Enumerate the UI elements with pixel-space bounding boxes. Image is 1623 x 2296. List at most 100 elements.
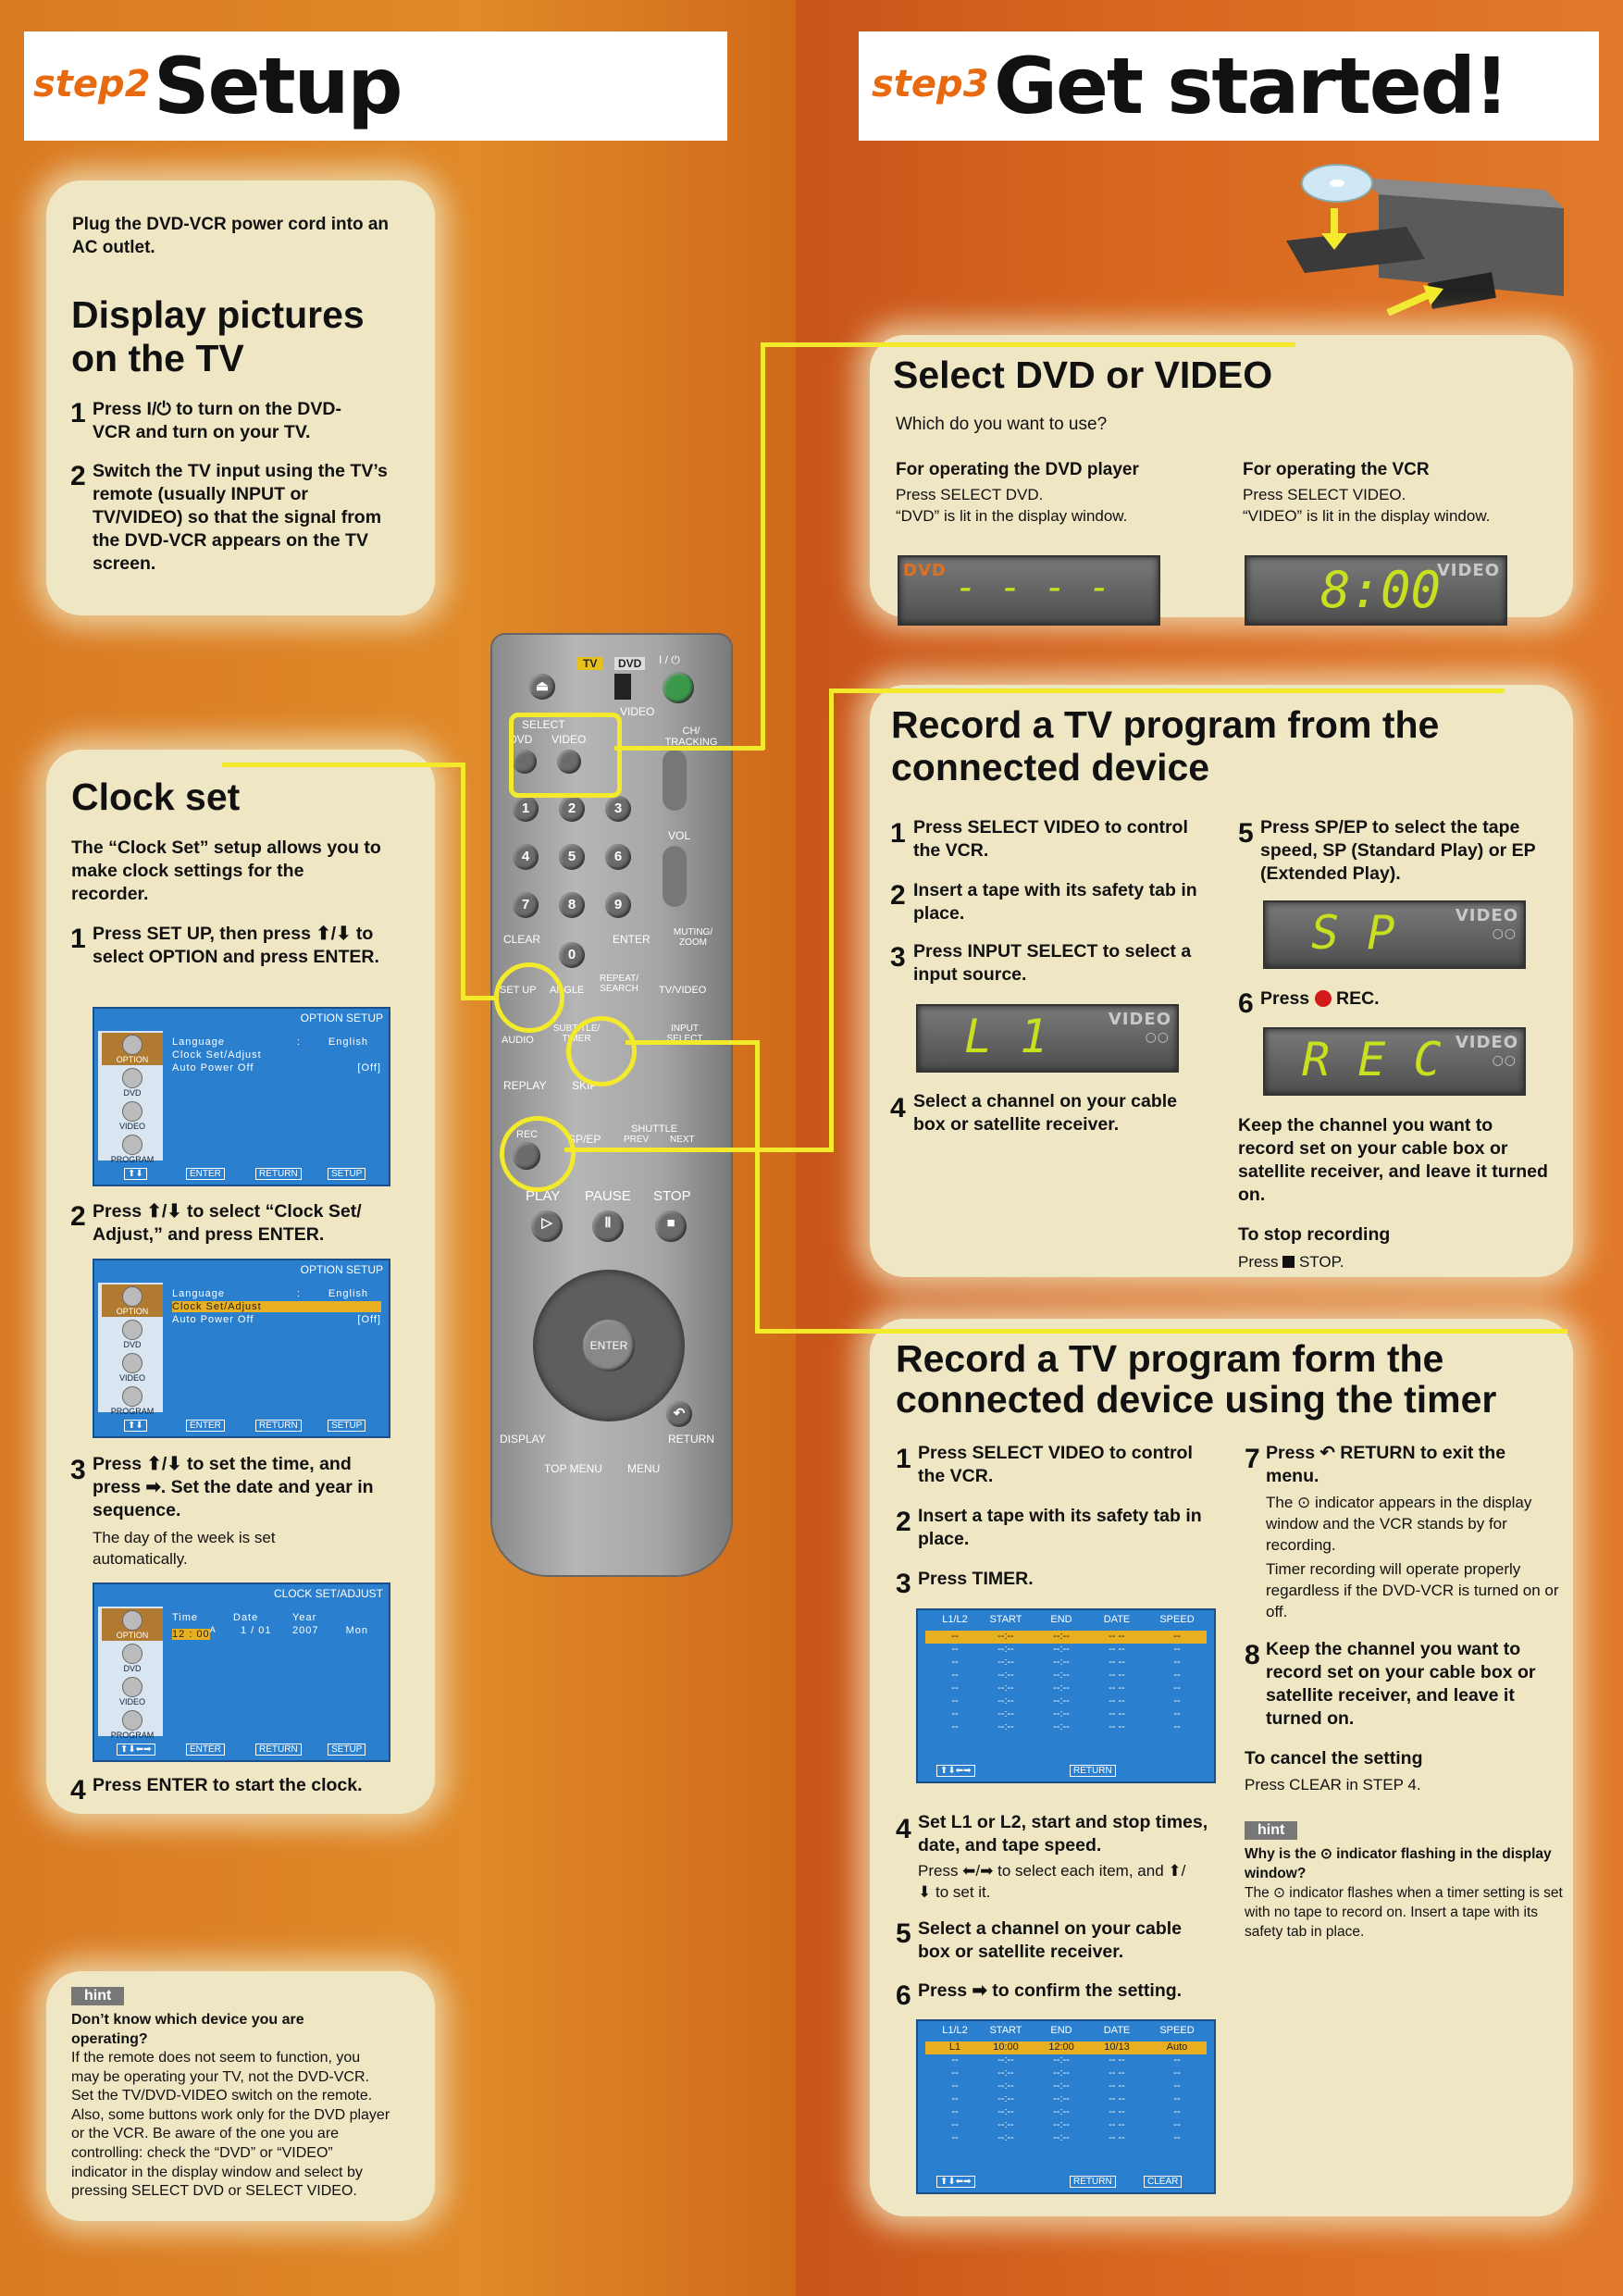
lcd-video-display: 8:00 VIDEO	[1245, 555, 1507, 626]
timer-cell: --	[951, 1721, 959, 1732]
timer-col-header: SPEED	[1159, 2025, 1195, 2036]
timer-col-header: SPEED	[1159, 1614, 1195, 1625]
record-step6-number: 6	[1238, 988, 1254, 1019]
step2-banner: step2 Setup	[24, 31, 727, 141]
timer-table-row: ----:----:---- ----	[925, 1682, 1207, 1695]
menu-footer: ⬆⬇ ENTER RETURN SETUP	[98, 1165, 385, 1182]
remote-menu-label: MENU	[627, 1462, 661, 1475]
menu-item-dvd: DVD	[102, 1066, 163, 1098]
timer-cell: --	[1173, 1721, 1181, 1732]
timer-cell: 10/13	[1104, 2042, 1130, 2053]
clock-title: Clock set	[71, 776, 241, 818]
remote-power-label: I / ⏻	[659, 653, 680, 666]
play-button[interactable]: ▷	[531, 1210, 563, 1242]
menu-footer: ⬆⬇ ENTER RETURN SETUP	[98, 1417, 385, 1433]
remote-display-label: DISPLAY	[500, 1433, 546, 1446]
number-2-button[interactable]: 2	[559, 796, 585, 822]
timer-table-row: ----:----:---- ----	[925, 1695, 1207, 1708]
clock-step3-number: 3	[70, 1455, 86, 1485]
timer-cell: --:--	[997, 1669, 1014, 1681]
timer-cell: --	[1173, 1682, 1181, 1694]
remote-repeat-label: REPEAT/ SEARCH	[599, 974, 639, 994]
remote-vol-label: VOL	[668, 829, 691, 842]
number-9-button[interactable]: 9	[605, 892, 631, 918]
clock-step2-number: 2	[70, 1201, 86, 1232]
volume-rocker[interactable]	[663, 846, 687, 907]
display-title-line2: on the TV	[71, 337, 244, 379]
channel-rocker[interactable]	[663, 750, 687, 811]
timer-step4-note: Press ⬅/➡ to select each item, and ⬆/⬇ t…	[918, 1862, 1186, 1901]
clock-step2-text: Press ⬆/⬇ to select “Clock Set/ Adjust,”…	[93, 1201, 362, 1245]
callout-line-setup-h2	[461, 996, 498, 1000]
timer-cell: --	[1173, 2106, 1181, 2117]
eject-button[interactable]: ⏏	[529, 674, 555, 700]
menu-setup: SETUP	[328, 1420, 366, 1432]
timer-table-row: ----:----:---- ----	[925, 1669, 1207, 1682]
number-1-button[interactable]: 1	[513, 796, 539, 822]
lcd-rec-display: R E C VIDEO ○○	[1263, 1027, 1526, 1096]
hint-answer-right: The ⊙ indicator flashes when a timer set…	[1245, 1885, 1563, 1940]
timer-cell: --	[951, 2080, 959, 2091]
step3-label: step3	[872, 63, 989, 105]
clock-step1-number: 1	[70, 924, 86, 954]
timer-cell: --:--	[1053, 2054, 1070, 2066]
option-icon	[122, 1286, 142, 1307]
menu-item-program: PROGRAM	[102, 1133, 163, 1165]
hint-label-right: hint	[1245, 1821, 1298, 1840]
timer-table-row: ----:----:---- ----	[925, 1721, 1207, 1734]
select-dvd-button[interactable]	[513, 750, 537, 774]
clock-icon	[122, 1386, 142, 1407]
timer-cell: --	[951, 1669, 959, 1681]
timer-col-header: END	[1050, 2025, 1072, 2036]
menu-item-option: OPTION	[102, 1033, 163, 1065]
clock-step4-text: Press ENTER to start the clock.	[93, 1775, 363, 1795]
number-4-button[interactable]: 4	[513, 844, 539, 870]
cancel-heading: To cancel the setting	[1245, 1748, 1423, 1769]
timer-table-row: ----:----:---- ----	[925, 1708, 1207, 1721]
remote-select-dvd-label: DVD	[509, 733, 533, 746]
menu-enter: ENTER	[186, 1420, 225, 1432]
option-setup-screen-1: OPTION SETUP OPTION DVD VIDEO PROGRAM La…	[93, 1007, 390, 1186]
number-8-button[interactable]: 8	[559, 892, 585, 918]
number-0-button[interactable]: 0	[559, 942, 585, 968]
pause-button[interactable]: Ⅱ	[592, 1210, 624, 1242]
menu-keys: ⬆⬇⬅➡	[117, 1744, 155, 1756]
timer-cell: --	[1173, 1644, 1181, 1655]
timer-table-row: ----:----:---- ----	[925, 1631, 1207, 1644]
timer-step7-number: 7	[1245, 1444, 1260, 1474]
callout-line-timer-v	[755, 1040, 760, 1333]
menu-item-video: VIDEO	[102, 1351, 163, 1384]
timer-cell: --	[1173, 2080, 1181, 2091]
tv-dvd-switch[interactable]	[614, 674, 631, 700]
number-3-button[interactable]: 3	[605, 796, 631, 822]
timer-cell: --:--	[997, 2054, 1014, 2066]
menu-row-language: Language:English	[172, 1288, 368, 1299]
number-5-button[interactable]: 5	[559, 844, 585, 870]
menu-row-clock: Clock Set/Adjust	[172, 1049, 262, 1061]
timer-cell: --:--	[997, 2119, 1014, 2130]
number-6-button[interactable]: 6	[605, 844, 631, 870]
power-button[interactable]	[663, 672, 694, 703]
record-step1-text: Press SELECT VIDEO to control the VCR.	[913, 817, 1188, 861]
timer-step2-text: Insert a tape with its safety tab in pla…	[918, 1506, 1202, 1549]
timer-table-row: ----:----:---- ----	[925, 1657, 1207, 1669]
timer-step1-text: Press SELECT VIDEO to control the VCR.	[918, 1443, 1193, 1486]
timer-cell: -- --	[1109, 2119, 1125, 2130]
remote-return-label: RETURN	[668, 1433, 714, 1446]
hint-card-left	[46, 1971, 435, 2221]
select-video-button[interactable]	[557, 750, 581, 774]
stop-button[interactable]: ■	[655, 1210, 687, 1242]
remote-play-label: PLAY	[526, 1188, 561, 1204]
select-dvd-note: “DVD” is lit in the display window.	[896, 507, 1128, 525]
display-card	[46, 180, 435, 615]
option-icon	[122, 1610, 142, 1631]
timer-cell: --:--	[1053, 1708, 1070, 1719]
select-dvd-heading: For operating the DVD player	[896, 460, 1139, 479]
number-7-button[interactable]: 7	[513, 892, 539, 918]
remote-input-label: INPUT SELECT	[666, 1024, 703, 1044]
clock-set-screen: CLOCK SET/ADJUST OPTION DVD VIDEO PROGRA…	[93, 1582, 390, 1762]
dpad-enter-button[interactable]: ENTER	[583, 1320, 635, 1371]
return-button[interactable]: ↶	[666, 1401, 692, 1427]
menu-item-option: OPTION	[102, 1285, 163, 1317]
